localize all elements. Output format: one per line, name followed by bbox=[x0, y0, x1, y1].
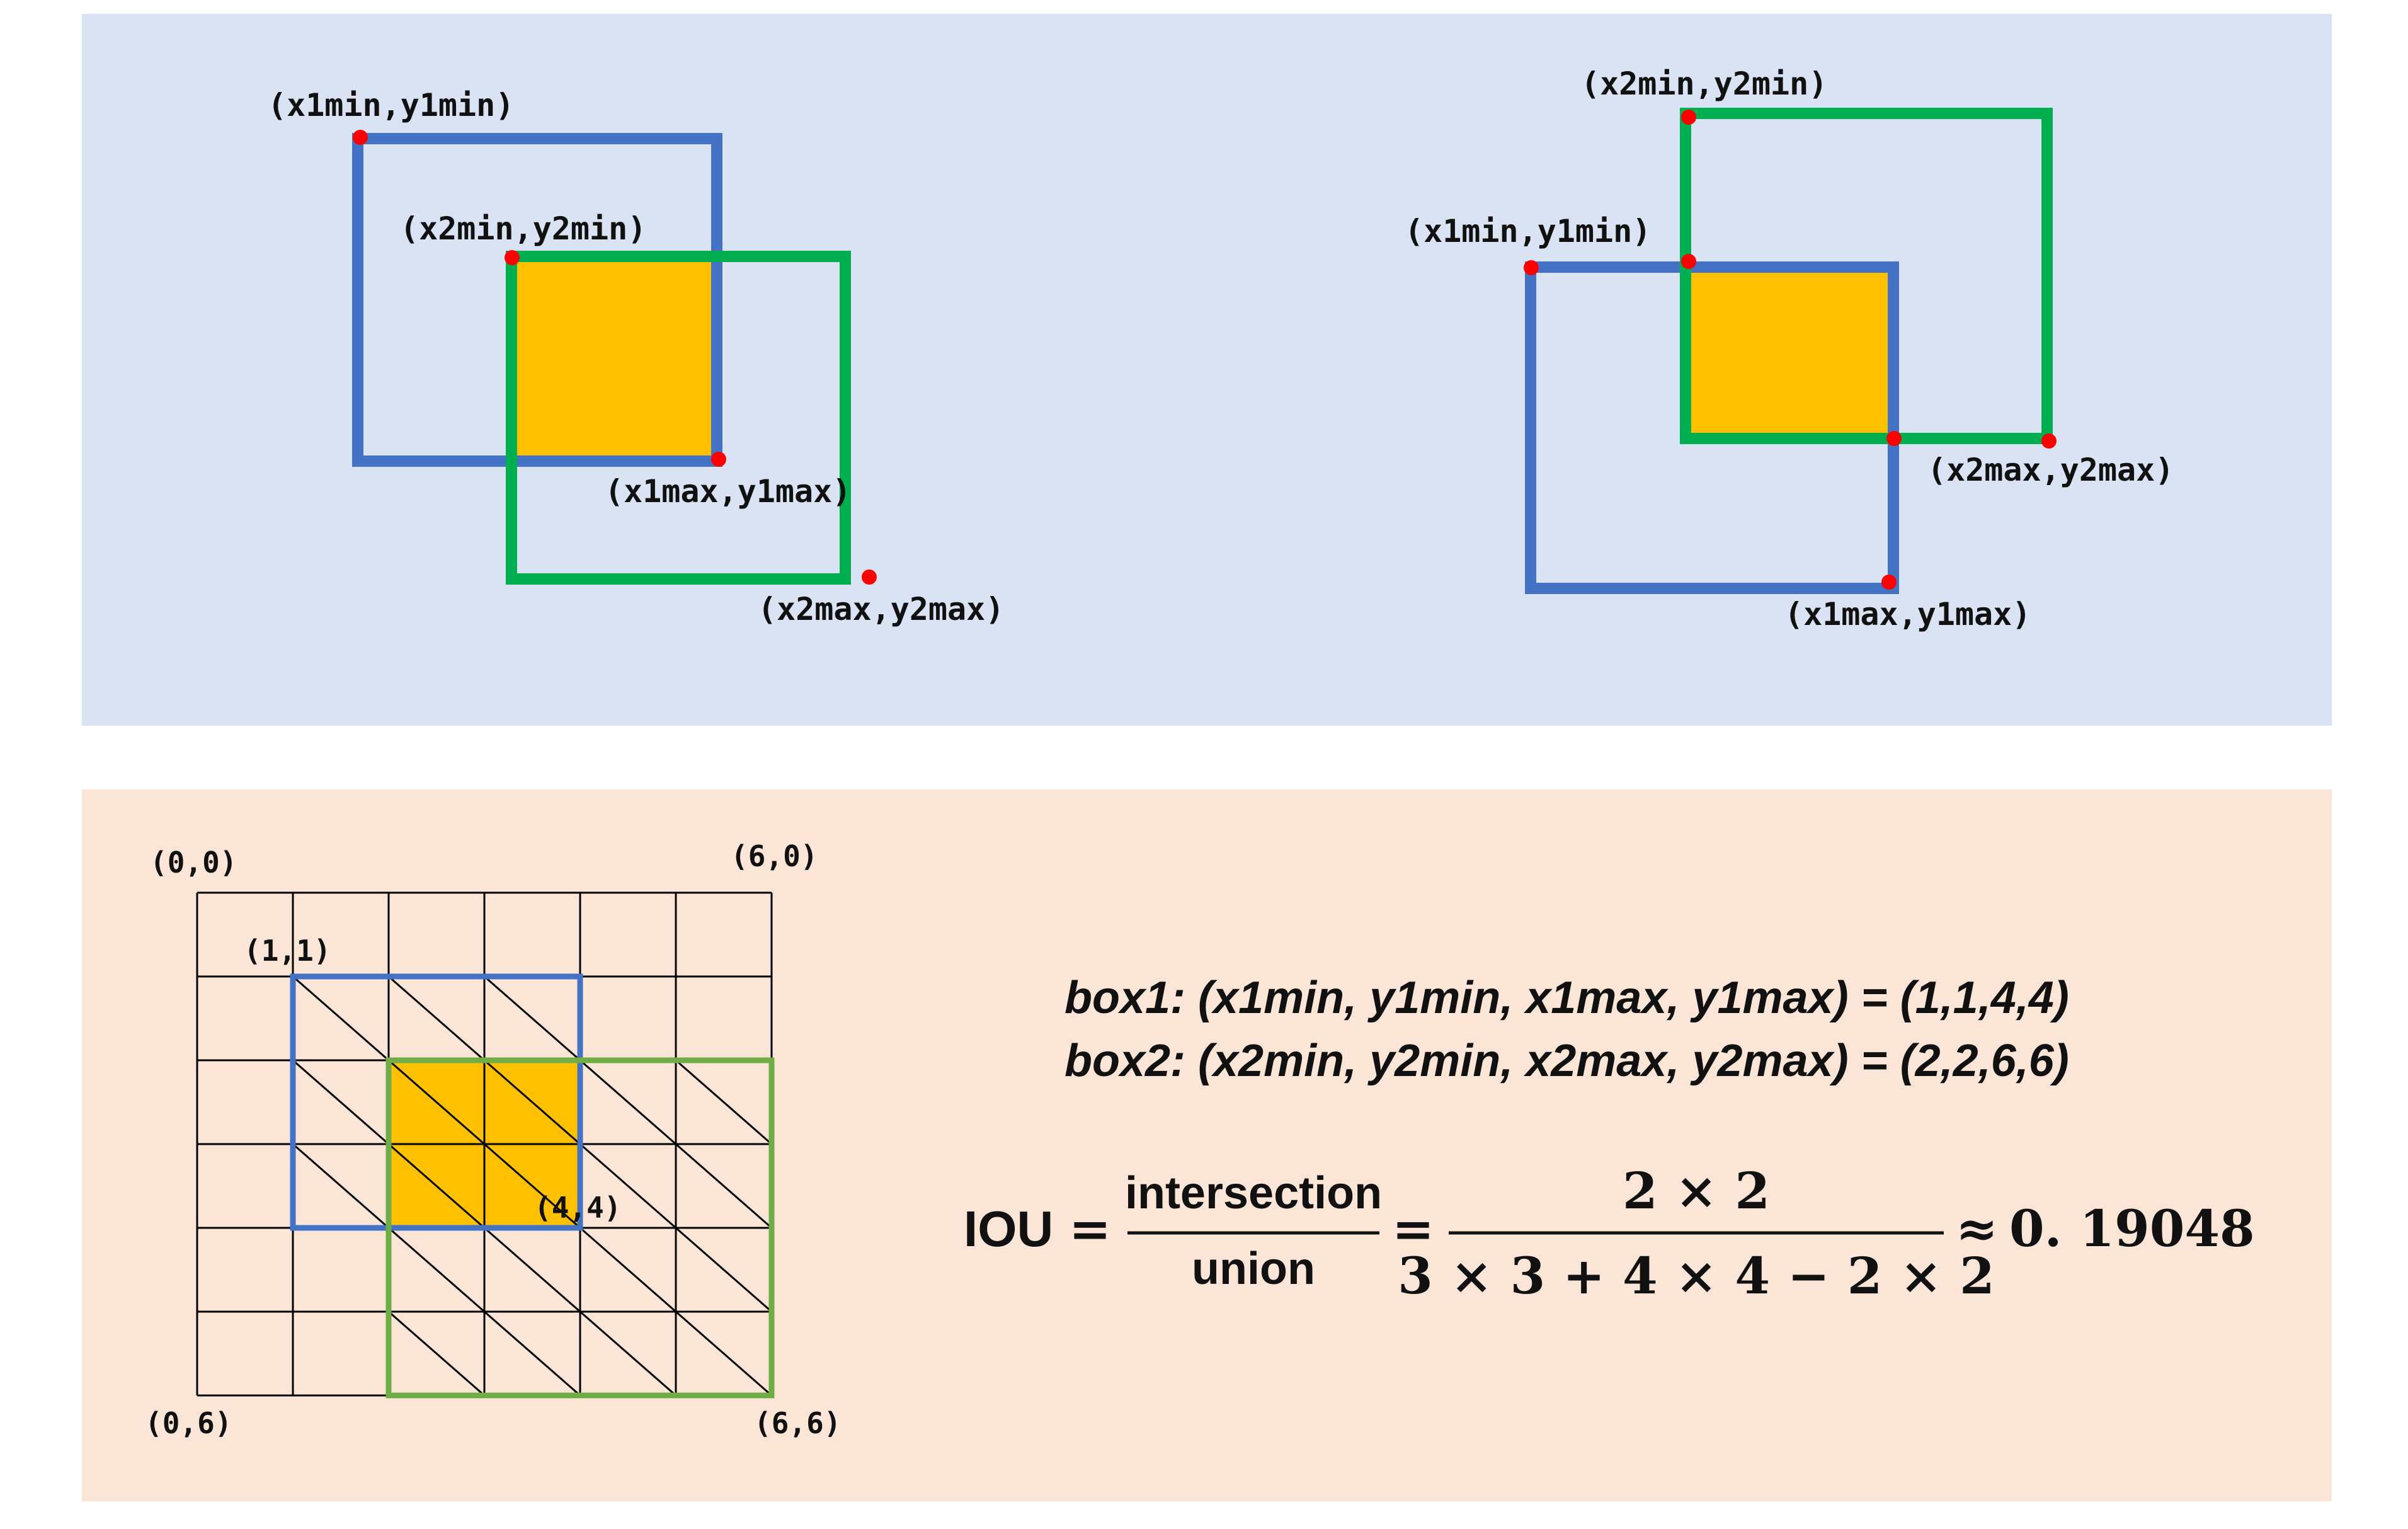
hatch-line bbox=[579, 1310, 676, 1397]
hatch-line bbox=[579, 1143, 676, 1229]
right-intersection-top-left-point bbox=[1681, 254, 1696, 269]
left-intersection-fill bbox=[511, 256, 717, 461]
coordinate-grid: (0,0) (6,0) (0,6) (6,6) (1,1) (4,4) bbox=[145, 839, 841, 1440]
right-box1-outline bbox=[1525, 261, 1899, 594]
hatch-line bbox=[675, 1227, 772, 1313]
grid-corner-bottom-right: (6,6) bbox=[754, 1406, 841, 1440]
right-box2-bottom-right-point bbox=[2041, 433, 2057, 449]
denominator-expression: 3 × 3 + 4 × 4 − 2 × 2 bbox=[1398, 1246, 1995, 1305]
left-box2-top-left-point bbox=[505, 250, 520, 265]
right-box1-bottom-right-point bbox=[1881, 575, 1897, 590]
numerator-expression: 2 × 2 bbox=[1623, 1161, 1770, 1220]
left-box1-outline bbox=[352, 133, 722, 467]
box2-definition: box2: (x2min, y2min, x2max, y2max) = (2,… bbox=[1064, 1036, 2069, 1086]
denominator-word: union bbox=[1192, 1244, 1315, 1294]
numerator-word: intersection bbox=[1125, 1168, 1382, 1218]
right-box1-top-left-point bbox=[1524, 260, 1539, 275]
hatch-line bbox=[388, 1227, 485, 1313]
iou-label: IOU bbox=[964, 1201, 1053, 1257]
hatch-line bbox=[484, 1143, 581, 1229]
hatch-line bbox=[388, 1143, 485, 1229]
hatch-line bbox=[484, 1059, 581, 1145]
grid-corner-top-left: (0,0) bbox=[150, 845, 237, 879]
left-box1-top-left-point bbox=[353, 130, 368, 145]
right-intersection-fill bbox=[1686, 261, 1893, 440]
hatch-line bbox=[675, 1059, 772, 1145]
equals-sign-1: = bbox=[1069, 1199, 1111, 1258]
hatch-line bbox=[388, 1059, 485, 1145]
left-box2-bottom-right-point bbox=[862, 570, 877, 585]
equals-sign-2: = bbox=[1392, 1199, 1434, 1258]
right-box1-bottom-right-label: (x1max,y1max) bbox=[1784, 596, 2031, 633]
left-box2-bottom-right-label: (x2max,y2max) bbox=[758, 591, 1004, 627]
hatch-line bbox=[292, 975, 389, 1062]
box1-definition: box1: (x1min, y1min, x1max, y1max) = (1,… bbox=[1064, 973, 2069, 1023]
hatch-line bbox=[388, 975, 485, 1062]
grid-corner-bottom-left: (0,6) bbox=[145, 1406, 232, 1440]
top-diagram: (x1min,y1min) (x2min,y2min) (x1max,y1max… bbox=[268, 66, 2174, 633]
hatch-line bbox=[484, 1227, 581, 1313]
hatch-line bbox=[484, 975, 581, 1062]
right-example: (x2min,y2min) (x1min,y1min) (x2max,y2max… bbox=[1405, 66, 2174, 633]
right-box2-top-left-point bbox=[1681, 110, 1696, 125]
hatch-line bbox=[292, 1143, 389, 1229]
grid-corner-top-right: (6,0) bbox=[731, 839, 818, 873]
bottom-diagram: (0,0) (6,0) (0,6) (6,6) (1,1) (4,4) box1… bbox=[145, 839, 2255, 1440]
left-box1-bottom-right-label: (x1max,y1max) bbox=[605, 473, 851, 510]
hatch-line bbox=[579, 1227, 676, 1313]
grid-box2-outline bbox=[385, 1057, 775, 1399]
hatch-line bbox=[675, 1310, 772, 1397]
right-intersection-bottom-right-point bbox=[1886, 431, 1902, 446]
hatch-line bbox=[292, 1059, 389, 1145]
left-box2-top-left-label: (x2min,y2min) bbox=[400, 210, 646, 247]
grid-box1-outline bbox=[290, 973, 583, 1231]
bottom-panel: (0,0) (6,0) (0,6) (6,6) (1,1) (4,4) box1… bbox=[82, 789, 2332, 1501]
right-box1-top-left-label: (x1min,y1min) bbox=[1405, 213, 1651, 249]
left-example: (x1min,y1min) (x2min,y2min) (x1max,y1max… bbox=[268, 87, 1004, 627]
approx-sign: ≈ bbox=[1956, 1199, 1998, 1258]
left-box1-top-left-label: (x1min,y1min) bbox=[268, 87, 514, 123]
hatch-line bbox=[579, 1059, 676, 1145]
grid-box1-max-label: (4,4) bbox=[534, 1191, 621, 1225]
top-panel: (x1min,y1min) (x2min,y2min) (x1max,y1max… bbox=[82, 14, 2332, 726]
iou-result: 0. 19048 bbox=[2009, 1199, 2255, 1258]
left-box2-outline bbox=[506, 251, 851, 585]
union-hatching bbox=[292, 975, 772, 1397]
right-box2-bottom-right-label: (x2max,y2max) bbox=[1927, 452, 2174, 488]
iou-formula: box1: (x1min, y1min, x1max, y1max) = (1,… bbox=[964, 973, 2255, 1305]
left-box1-bottom-right-point bbox=[711, 452, 726, 467]
hatch-line bbox=[484, 1310, 581, 1397]
right-box2-top-left-label: (x2min,y2min) bbox=[1581, 66, 1827, 102]
grid-box1-min-label: (1,1) bbox=[244, 934, 331, 968]
hatch-line bbox=[388, 1310, 485, 1397]
hatch-line bbox=[675, 1143, 772, 1229]
right-box2-outline bbox=[1680, 108, 2053, 444]
